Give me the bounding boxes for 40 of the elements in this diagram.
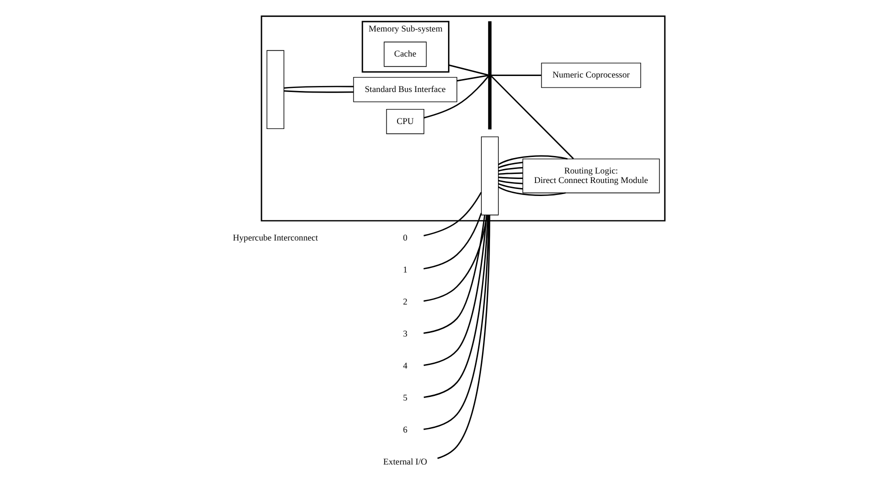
- node-text: 0: [403, 232, 408, 243]
- node-box: Numeric Coprocessor: [541, 62, 642, 88]
- node-text: 5: [403, 392, 408, 402]
- node-box: CPU: [386, 108, 424, 134]
- connector: [498, 186, 566, 196]
- node-box: Cache: [384, 42, 427, 67]
- connector: [498, 167, 523, 172]
- connector: [424, 215, 486, 334]
- connector: [456, 74, 488, 82]
- node-bar: [488, 21, 492, 130]
- connector: [423, 212, 482, 270]
- label: Hypercube Interconnect: [232, 232, 318, 243]
- connector: [284, 86, 354, 89]
- node-text: 6: [403, 424, 408, 434]
- connector: [498, 180, 523, 184]
- connector: [424, 215, 490, 430]
- connector: [498, 155, 568, 166]
- node-box: [266, 50, 284, 129]
- node-box: Routing Logic: Direct Connect Routing Module: [522, 158, 660, 194]
- connector: [448, 64, 488, 76]
- cluster: [260, 16, 666, 222]
- connector: [491, 74, 542, 76]
- connector: [437, 215, 490, 459]
- connector: [490, 76, 574, 160]
- connector: [498, 176, 523, 179]
- connector: [284, 90, 354, 93]
- node-text: External I/O: [383, 456, 428, 466]
- node-text: 2: [403, 296, 408, 307]
- connector: [498, 162, 523, 168]
- connector: [424, 192, 482, 236]
- node-text: 4: [403, 360, 408, 371]
- connector: [424, 215, 489, 398]
- connector: [498, 183, 523, 190]
- node-box: Standard Bus Interface: [353, 77, 458, 102]
- node-box: [481, 136, 499, 216]
- node-text: 3: [403, 328, 408, 339]
- connector: [424, 76, 489, 118]
- node-text: 1: [403, 264, 408, 275]
- connector: [498, 172, 523, 175]
- connector: [424, 215, 488, 366]
